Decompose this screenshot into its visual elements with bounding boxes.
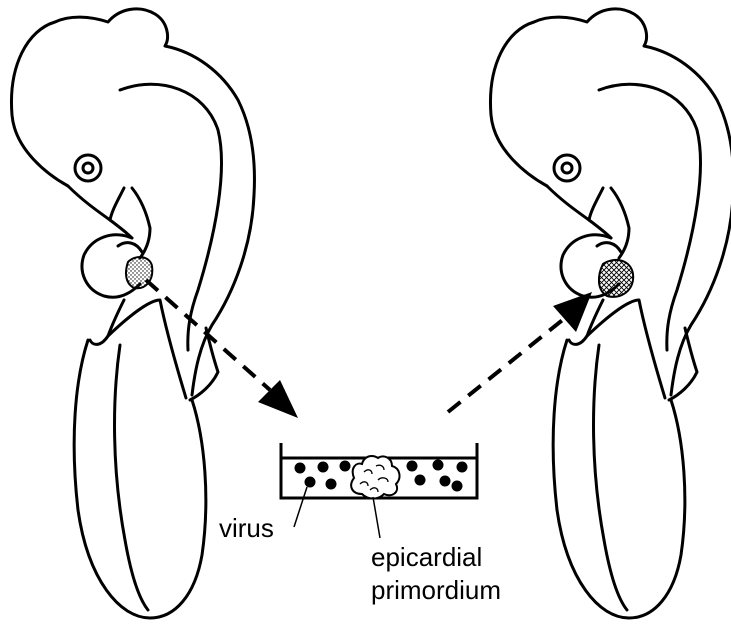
host-embryo [490,9,731,618]
virus-leader-line [294,487,307,527]
virus-label: virus [219,513,274,543]
explant-tissue [351,456,399,499]
primordium-label: primordium [371,575,501,605]
dashed-arrow-to-dish [146,280,298,418]
primordium-leader-line [373,497,380,538]
proepicardium-crosshatched [599,260,633,297]
epicardial-label: epicardial [371,542,482,572]
dashed-arrow-to-host [448,292,592,412]
arrowhead-up [553,292,592,332]
